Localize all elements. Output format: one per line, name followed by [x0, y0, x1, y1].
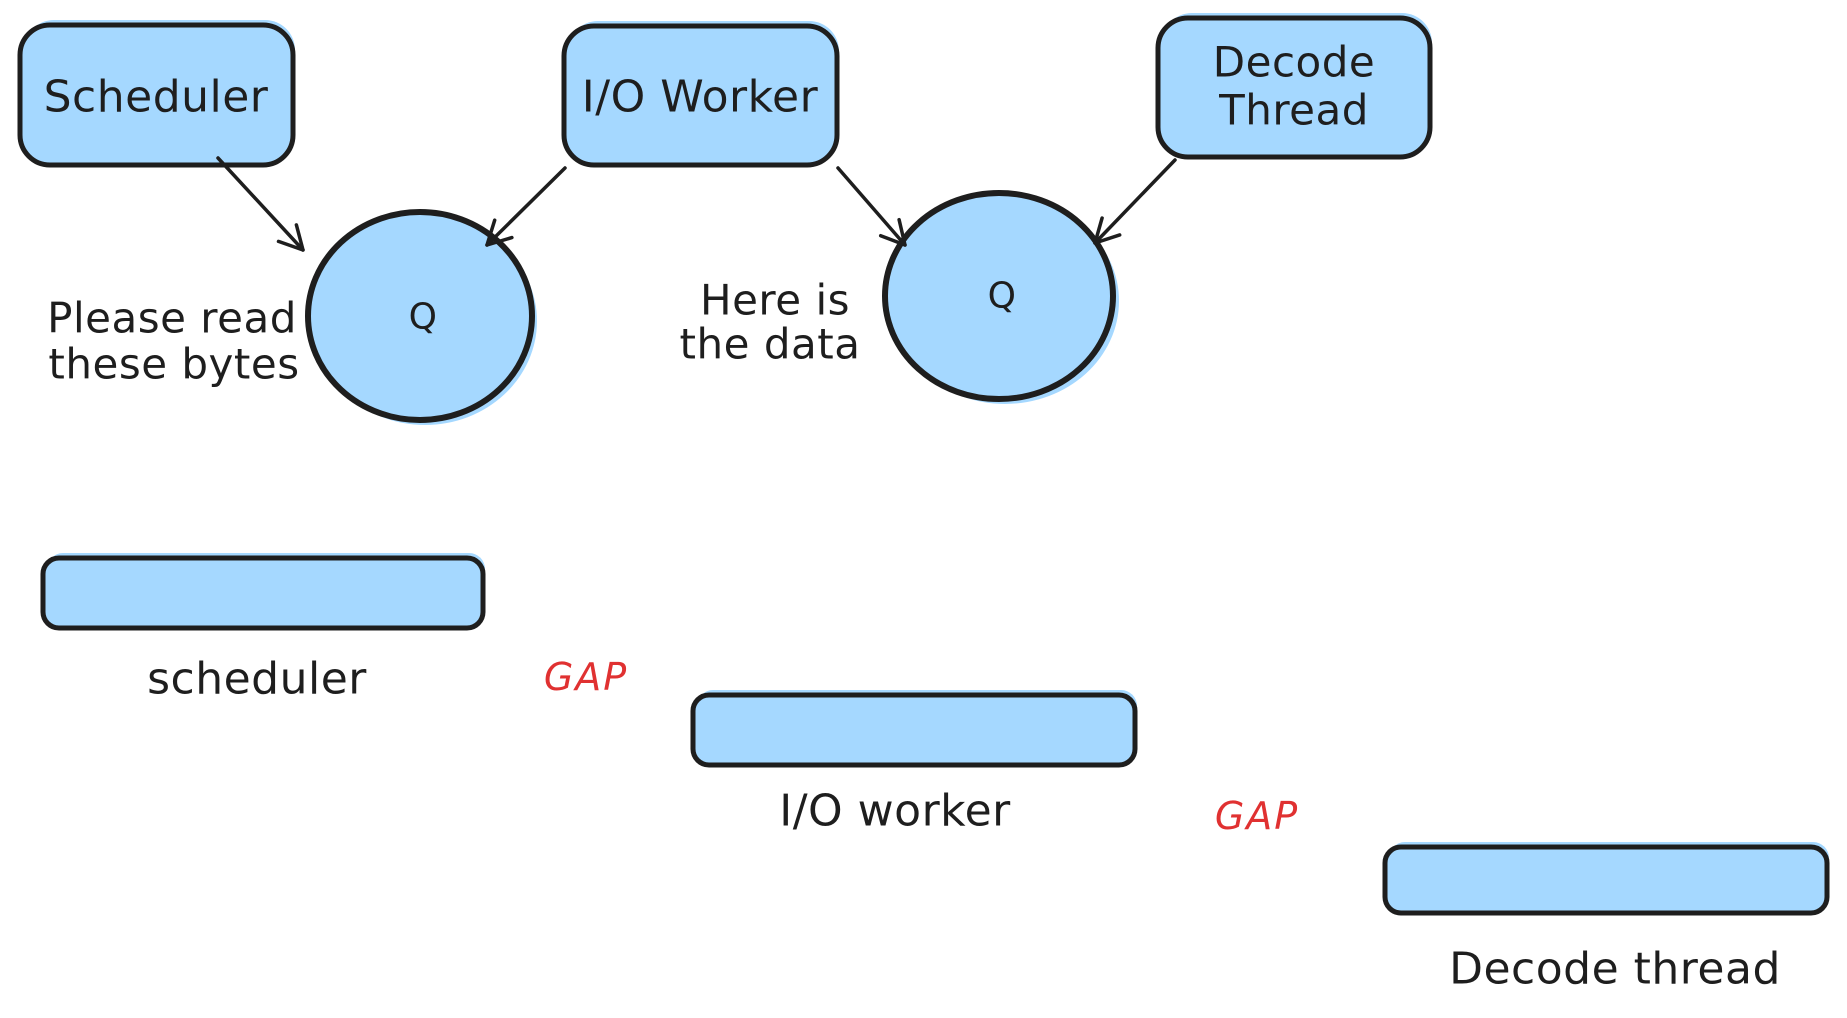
arrow-scheduler-to-queue1 [216, 156, 305, 252]
gap-label-1: GAP [544, 655, 628, 699]
gap-label-2: GAP [1215, 794, 1299, 838]
scheduler-box: Scheduler [17, 20, 296, 168]
queue-request-label: Q [409, 297, 438, 338]
annotation-please-read-line1: Please read [47, 294, 297, 343]
scheduler-box-shape [17, 22, 296, 168]
timeline-bar-io-worker [690, 690, 1138, 768]
arrow-ioworker-to-queue1 [485, 166, 567, 247]
timeline-bar-decode-thread [1382, 842, 1830, 916]
queue-circle-data: Q [882, 190, 1119, 404]
decode-thread-box-shape [1155, 15, 1433, 160]
arrow-ioworker-to-queue1-head [485, 218, 514, 247]
decode-thread-box-label-line2: Thread [1218, 86, 1369, 135]
arrow-ioworker-to-queue2 [836, 166, 907, 247]
queue-data-label: Q [988, 276, 1017, 317]
arrow-ioworker-to-queue2-line [836, 166, 907, 247]
io-worker-box-label: I/O Worker [582, 72, 819, 123]
io-worker-box-shape [561, 23, 840, 168]
annotation-please-read-line2: these bytes [48, 340, 299, 389]
decode-thread-box-label-line1: Decode [1213, 38, 1375, 87]
queue-circle-request: Q [305, 209, 537, 425]
arrow-decodethread-to-queue2-head [1093, 216, 1122, 245]
timeline-label-decode-thread: Decode thread [1449, 944, 1781, 995]
scheduler-box-label: Scheduler [44, 72, 269, 123]
arrow-decodethread-to-queue2 [1093, 158, 1177, 245]
annotation-here-is-line1: Here is [700, 276, 850, 325]
timeline-bar-decode-thread-shape [1382, 844, 1830, 916]
arrow-scheduler-to-queue1-head [276, 223, 305, 252]
timeline-label-io-worker: I/O worker [779, 786, 1011, 837]
timeline-bar-scheduler [40, 553, 486, 631]
arrow-decodethread-to-queue2-line [1093, 158, 1177, 245]
timeline-label-scheduler: scheduler [147, 654, 367, 705]
arrow-ioworker-to-queue2-head [878, 217, 907, 247]
arrow-scheduler-to-queue1-line [216, 156, 305, 252]
annotation-here-is-the-data: Here is the data [680, 276, 861, 369]
annotation-please-read-these-bytes: Please read these bytes [47, 294, 299, 389]
decode-thread-box: Decode Thread [1155, 13, 1433, 160]
queue-circle-data-shape [882, 190, 1116, 402]
io-worker-box: I/O Worker [561, 21, 840, 168]
annotation-here-is-line2: the data [680, 320, 861, 369]
timeline-bar-scheduler-shape [40, 555, 486, 631]
queue-circle-request-shape [305, 209, 535, 423]
timeline-bar-io-worker-shape [690, 692, 1138, 768]
arrow-ioworker-to-queue1-line [485, 166, 567, 247]
